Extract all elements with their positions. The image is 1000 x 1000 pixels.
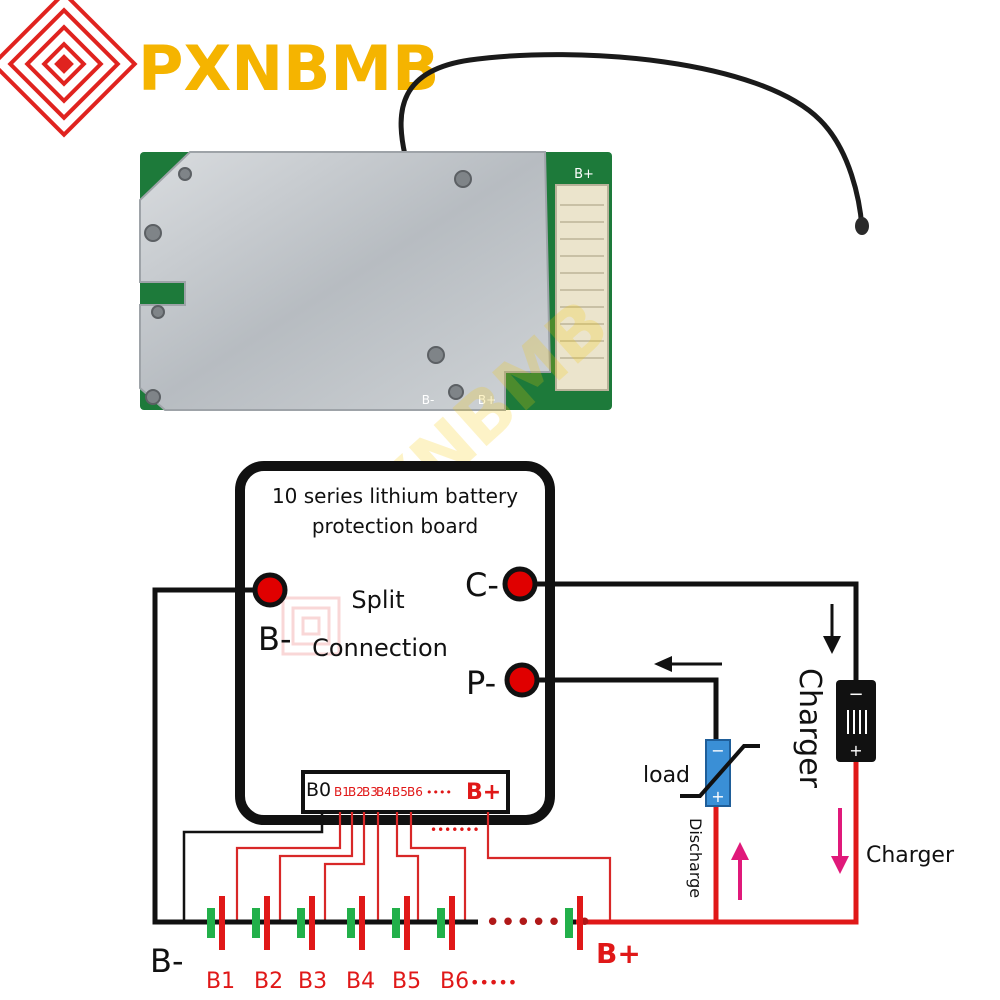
wire-b0 [182,812,324,922]
conn-label-b1: B1 [334,785,350,799]
terminal-b-minus-label: B- [258,620,292,658]
split-label-line1: Split [351,586,404,614]
protection-board-outline [235,461,555,825]
charger-plus: + [849,741,862,760]
board-label-bottom-left: B- [422,393,435,407]
conn-label-bplus: B+ [466,780,501,805]
cell-last [565,896,583,950]
terminal-b-minus [252,572,288,608]
cell-b6 [437,896,455,950]
discharge-up-arrow-icon [731,842,749,900]
board-title-line2: protection board [312,514,478,538]
split-label-line2: Connection [312,634,448,662]
battery-b-plus-label: B+ [596,937,641,970]
conn-label-b4: B4 [376,785,392,799]
charge-down-arrow-icon [823,604,841,654]
balance-wires [235,812,612,922]
board-title-line1: 10 series lithium battery [272,484,518,508]
charger-vertical-label: Charger [792,668,827,789]
balance-connector [301,770,510,814]
cell-b1 [207,896,225,950]
charger-component: − + [836,680,876,762]
load-minus: − [711,741,724,760]
terminal-c-minus-label: C- [465,566,499,604]
terminal-p-minus [504,662,540,698]
cell-b3 [297,896,315,950]
conn-label-b6: B6 [407,785,423,799]
terminal-p-minus-label: P- [466,664,496,702]
conn-label-b5: B5 [392,785,408,799]
cell-b2 [252,896,270,950]
terminal-c-minus [502,566,538,602]
brand-name: PXNBMB [138,32,439,105]
logo-watermark-icon [281,596,341,656]
charger-side-label: Charger [866,843,955,868]
board-label-bottom-right: B+ [478,393,496,407]
discharge-direction-arrow-icon [654,656,722,672]
battery-dots: ••••••• [485,908,592,938]
board-label-top: B+ [574,167,594,182]
cell-label-b4: B4 [346,969,375,994]
cell-b5 [392,896,410,950]
load-plus: + [711,787,724,806]
battery-b-minus-label: B- [150,942,184,980]
cell-label-b2: B2 [254,969,283,994]
battery-string [206,762,859,925]
balance-dots: ••••••• [430,823,480,837]
cell-b4 [347,896,365,950]
cell-label-more: ••••• [470,973,517,992]
conn-label-b0: B0 [306,779,331,801]
cell-label-b6: B6 [440,969,469,994]
brand-logo-icon [0,0,138,138]
conn-label-b2: B2 [348,785,364,799]
discharge-label: Discharge [686,818,705,898]
conn-label-b3: B3 [362,785,378,799]
cell-label-b1: B1 [206,969,235,994]
load-component: − + [680,739,760,807]
product-photo: B+ B- B+ [139,52,869,411]
cell-label-b3: B3 [298,969,327,994]
charge-current-arrow-icon [831,808,849,874]
load-label: load [643,763,690,788]
black-wires [152,581,859,925]
conn-label-more: •••• [426,786,452,799]
charger-minus: − [848,684,863,705]
cell-label-b5: B5 [392,969,421,994]
